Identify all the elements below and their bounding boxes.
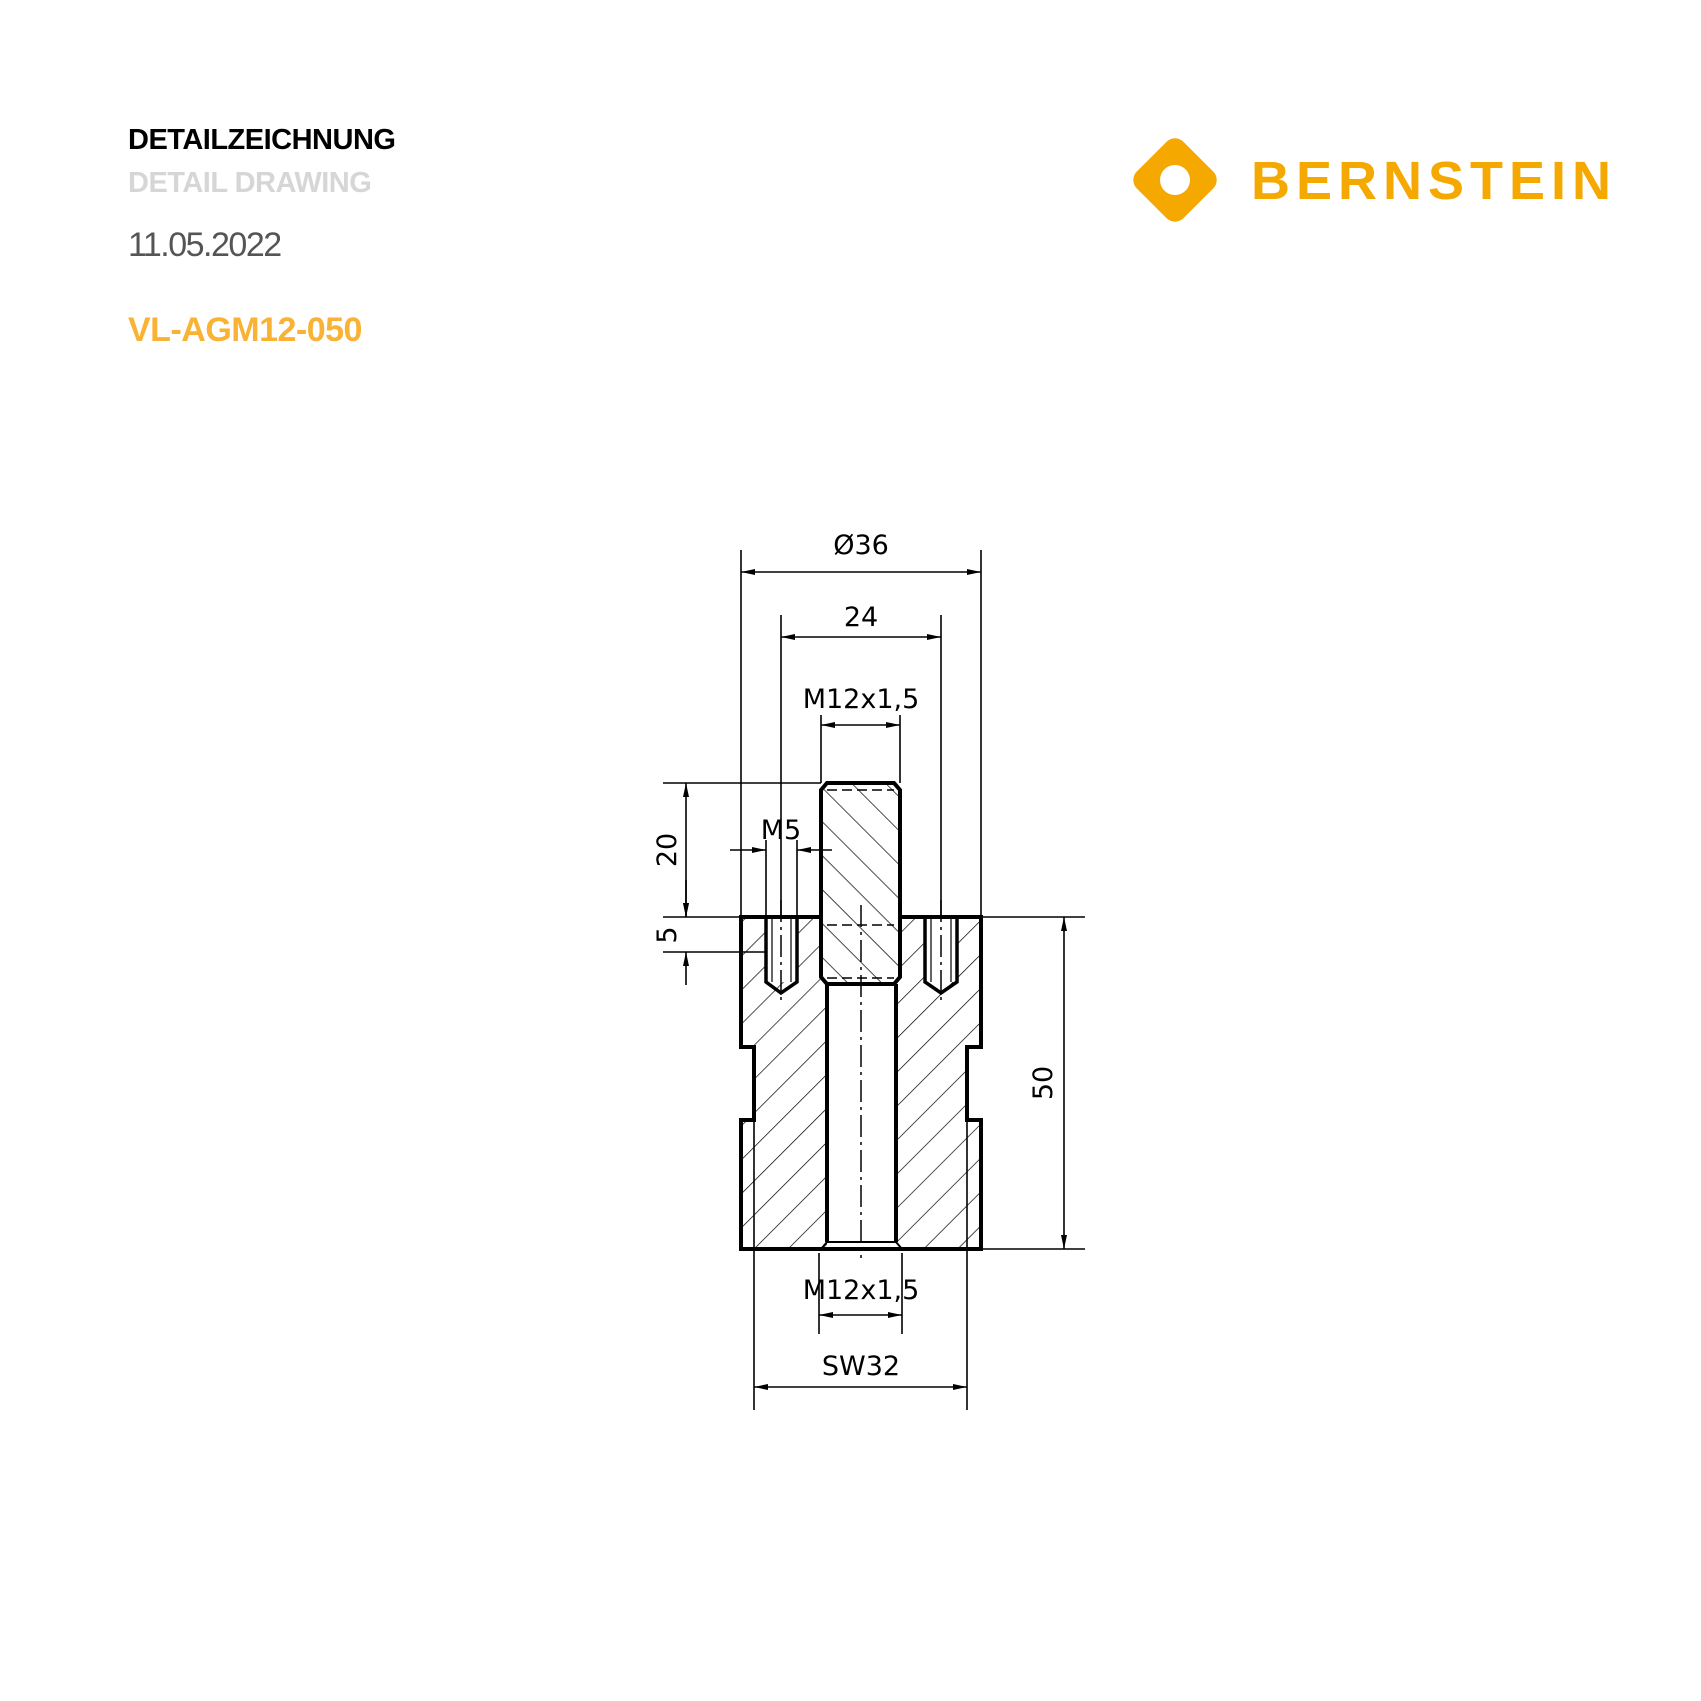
dim-outer-diameter: Ø36 bbox=[833, 530, 889, 561]
dim-bottom-thread: M12x1,5 bbox=[803, 1275, 920, 1306]
dim-height: 50 bbox=[1028, 1066, 1059, 1100]
logo-text: BERNSTEIN bbox=[1251, 151, 1618, 211]
title-english: DETAIL DRAWING bbox=[128, 167, 372, 199]
dimension-lines bbox=[663, 550, 1085, 1410]
drawing-date: 11.05.2022 bbox=[128, 226, 282, 264]
part-number: VL-AGM12-050 bbox=[128, 311, 362, 349]
title-german: DETAILZEICHNUNG bbox=[128, 124, 396, 156]
dim-wrench-size: SW32 bbox=[822, 1351, 900, 1382]
dim-hole-circle: 24 bbox=[844, 602, 878, 633]
dim-stud-length: 20 bbox=[652, 833, 683, 867]
dim-top-thread: M12x1,5 bbox=[803, 684, 920, 715]
dim-m5-thread: M5 bbox=[761, 815, 801, 846]
logo-diamond-icon bbox=[1133, 138, 1217, 222]
bernstein-logo: BERNSTEIN bbox=[1125, 130, 1611, 230]
threaded-stud bbox=[819, 781, 902, 986]
dim-m5-depth: 5 bbox=[652, 926, 683, 943]
